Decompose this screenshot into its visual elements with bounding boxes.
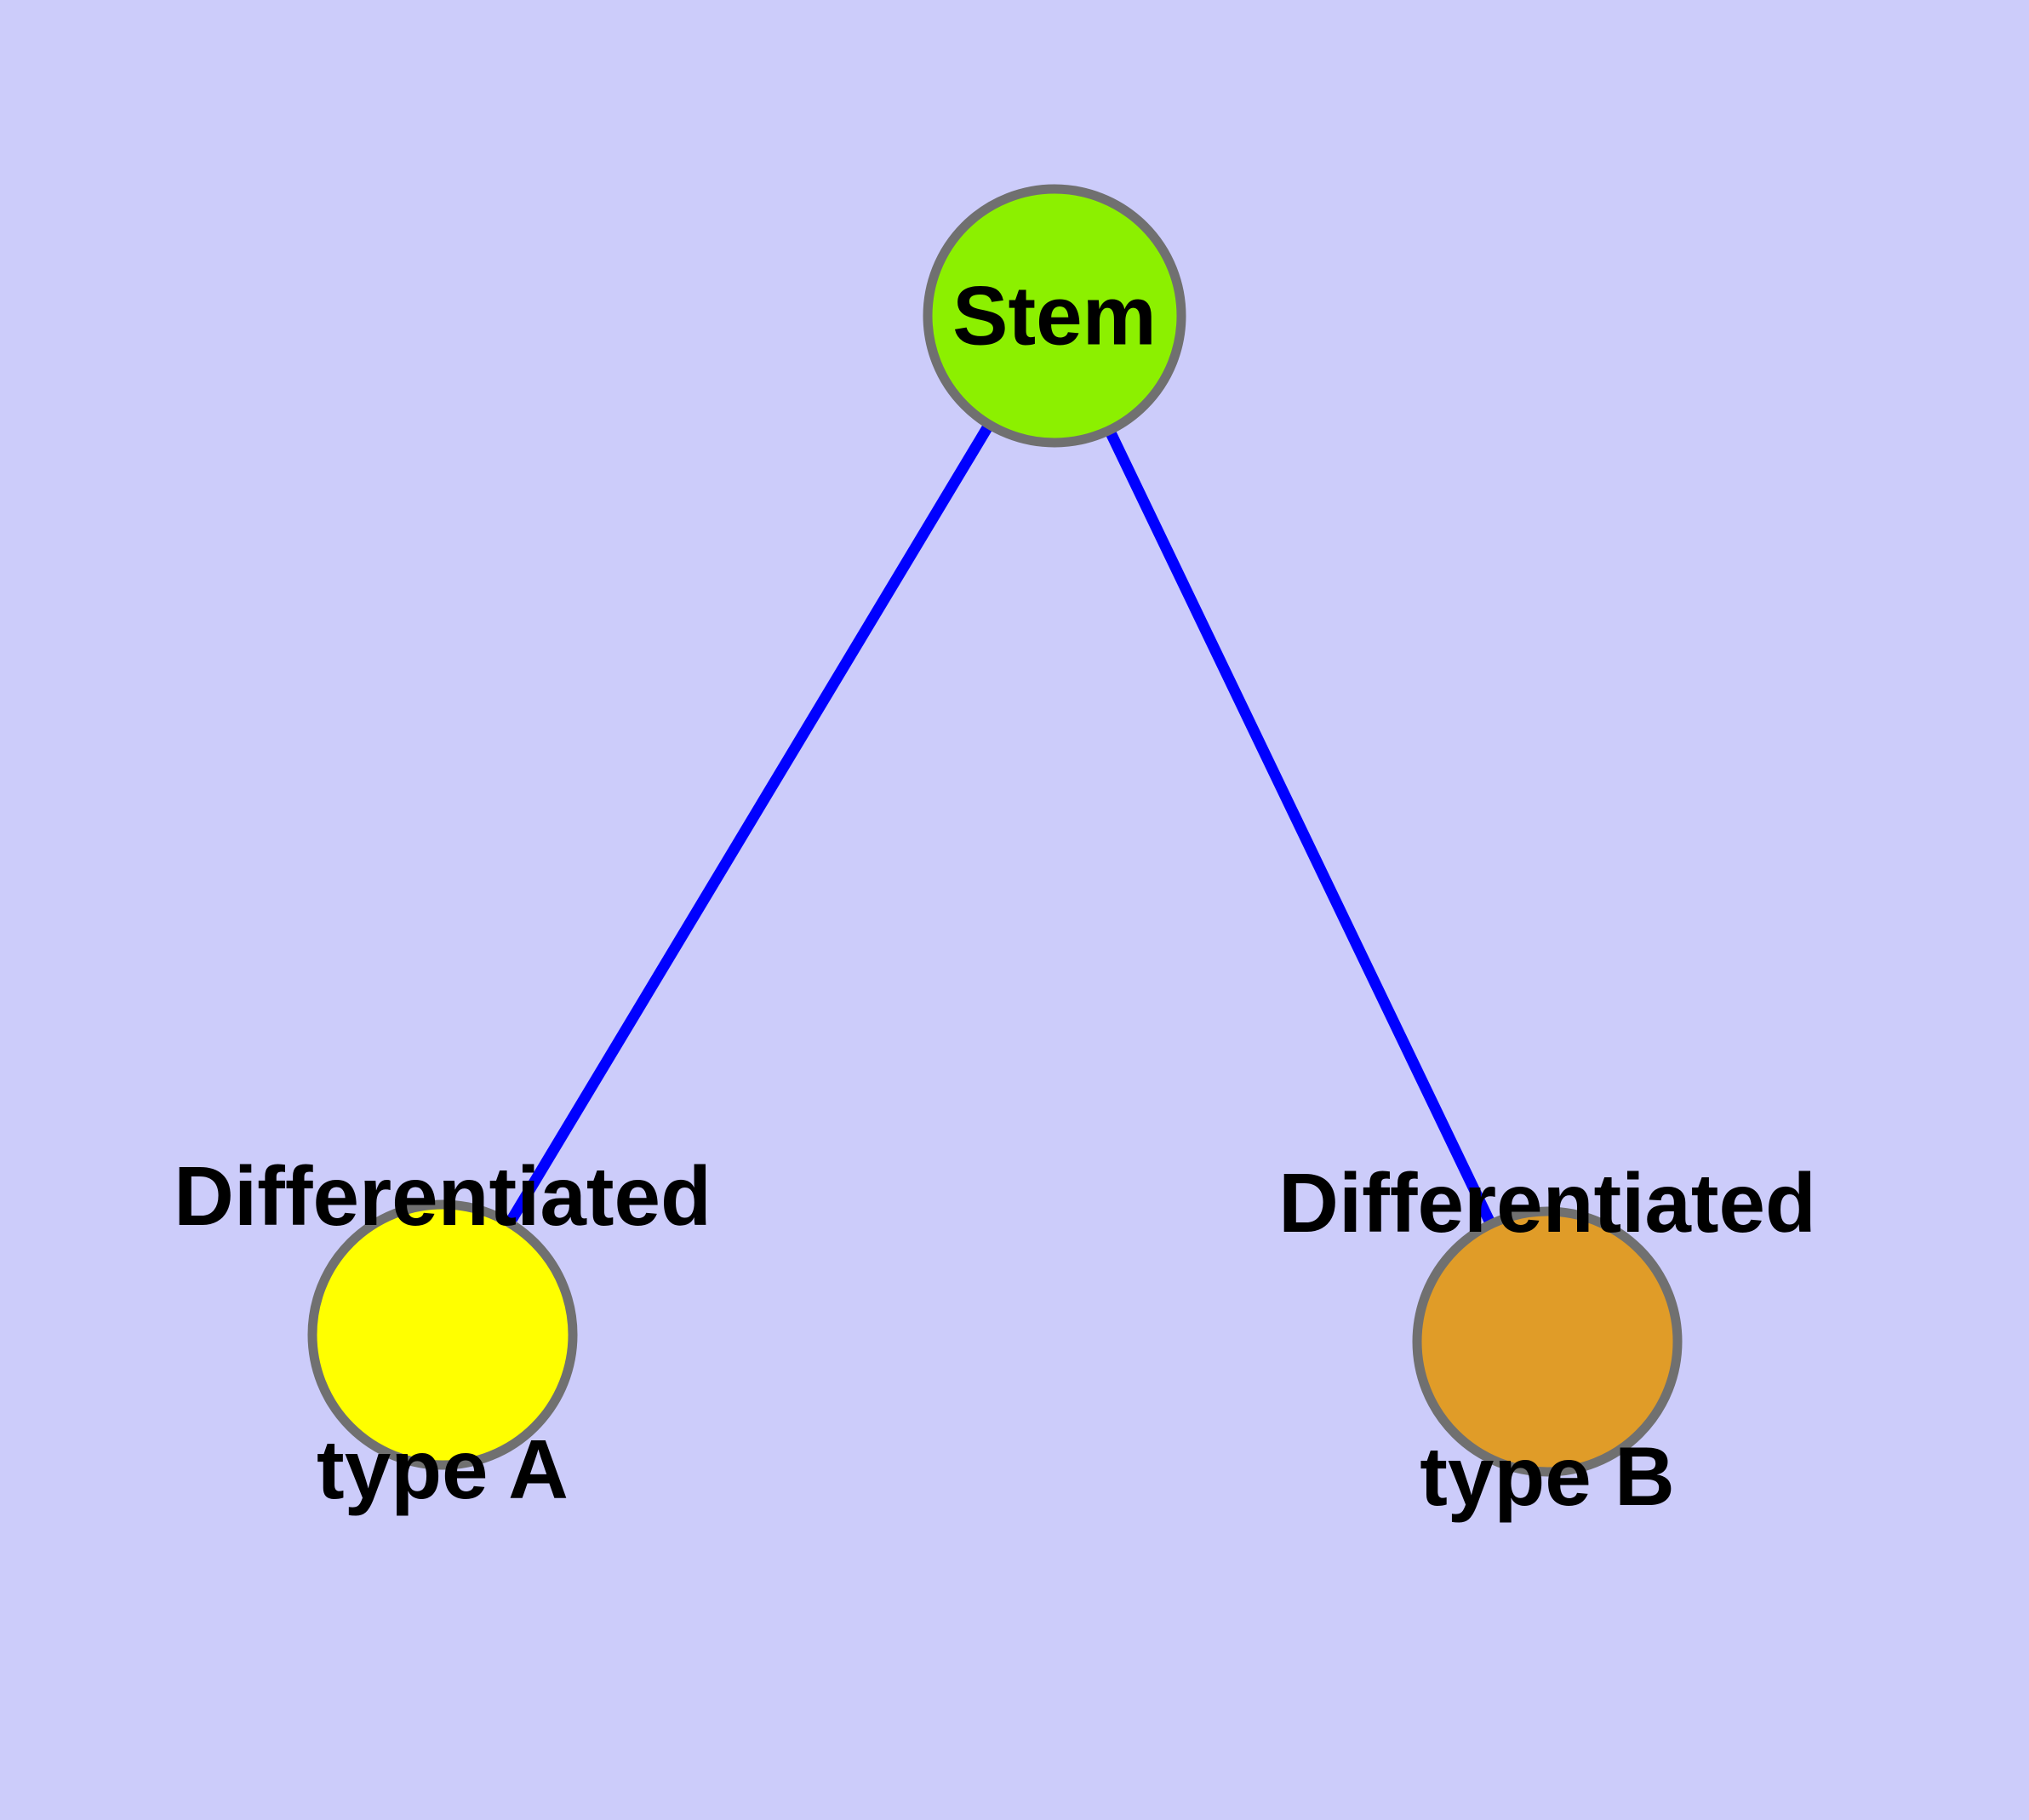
node-layer [307, 184, 1683, 1477]
node-differentiated-type-b[interactable] [1412, 1206, 1683, 1477]
edge-stem-to-differentiated-type-a[interactable] [437, 312, 1060, 1338]
node-stem[interactable] [923, 184, 1186, 448]
edge-stem-to-differentiated-type-b[interactable] [1049, 313, 1552, 1344]
edge-layer [437, 312, 1552, 1344]
node-differentiated-type-a[interactable] [307, 1199, 578, 1470]
